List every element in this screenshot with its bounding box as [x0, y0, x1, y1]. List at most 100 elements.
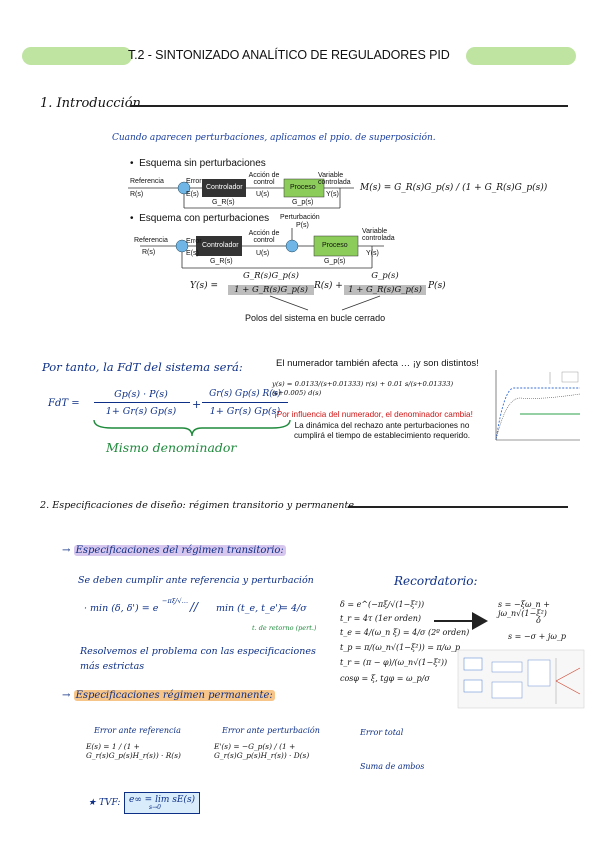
reminder-thumbnail	[457, 649, 585, 709]
tiempo-retorno: t. de retorno (pert.)	[252, 624, 317, 632]
fdt-t2-bar	[202, 402, 288, 404]
polos-label: Polos del sistema en bucle cerrado	[245, 313, 386, 323]
fdt-t1-den: 1+ Gr(s) Gp(s)	[105, 406, 177, 417]
reminder-arrow	[434, 612, 488, 630]
y-term1-den: 1 + G_R(s)G_p(s)	[228, 285, 314, 295]
y-eq-left: Y(s) =	[190, 281, 218, 291]
tvf-box-sub: s→0	[149, 804, 161, 811]
s-or: ó	[536, 616, 541, 625]
bullet-sin-perturbaciones: • Esquema sin perturbaciones	[130, 158, 266, 169]
min-separator: //	[190, 600, 199, 614]
transitorio-title: → Especificaciones del régimen transitor…	[62, 545, 286, 556]
reminder-line-4: t_r = (π − φ)/(ω_n√(1−ξ²))	[340, 658, 448, 667]
reminder-line-2: t_e = 4/(ω_n ξ) = 4/σ (2º orden)	[340, 628, 470, 637]
d2-perturbacion: Perturbación	[280, 214, 320, 221]
s-equation-2: s = −σ + jω_p	[508, 632, 566, 641]
reminder-line-1: t_r = 4τ (1er orden)	[340, 614, 421, 623]
d1-referencia: Referencia	[130, 178, 164, 185]
d2-e: E(s)	[186, 250, 199, 257]
y-term2-num: G_p(s)	[371, 271, 399, 281]
min-te: min (t_e, t_e')	[216, 603, 282, 614]
d2-y: Y(s)	[366, 250, 379, 257]
fdt-intro: Por tanto, la FdT del sistema será:	[42, 360, 243, 374]
title-pill-left	[22, 47, 132, 65]
superposicion-note: Cuando aparecen perturbaciones, aplicamo…	[112, 133, 436, 143]
inset-eq: y(s) = 0.0133/(s+0.01333) r(s) + 0.01 s/…	[272, 380, 454, 397]
d2-referencia: Referencia	[134, 237, 168, 244]
fdt-t1-bar	[94, 402, 190, 404]
d1-r: R(s)	[130, 191, 144, 198]
d2-error: Error	[186, 238, 202, 245]
section2-rule	[348, 506, 568, 508]
y-term1-num: G_R(s)G_p(s)	[243, 271, 299, 281]
tvf-box: e∞ = lim sE(s) s→0	[124, 792, 201, 814]
d2-r: R(s)	[142, 249, 156, 256]
bullet1-label: Esquema sin perturbaciones	[139, 158, 266, 169]
title-pill-right	[466, 47, 576, 65]
err-pert-eq: E'(s) = −G_p(s) / (1 + G_r(s)G_p(s)H_r(s…	[214, 742, 310, 760]
d2-proceso: Proceso	[322, 242, 348, 249]
tvf-box-eq: e∞ = lim sE(s)	[129, 795, 196, 805]
y-term2-var: P(s)	[428, 281, 446, 291]
permanente-title: → Especificaciones régimen permanente:	[62, 690, 275, 701]
d2-u: U(s)	[256, 250, 270, 257]
d2-controlador: Controlador	[202, 242, 239, 249]
fdt-label: FdT =	[48, 398, 80, 409]
reminder-line-5: cosφ = ξ, tgφ = ω_p/σ	[340, 674, 430, 683]
diagram-con-perturbaciones	[140, 228, 384, 269]
y-term1-var: R(s) +	[314, 281, 343, 291]
d1-gp: G_p(s)	[292, 199, 314, 206]
transitorio-label: Especificaciones del régimen transitorio…	[73, 545, 286, 556]
fdt-brace-label: Mismo denominador	[106, 440, 237, 455]
d1-error: Error	[186, 178, 202, 185]
tvf-label-text: TVF:	[98, 798, 121, 808]
bullet-con-perturbaciones: • Esquema con perturbaciones	[130, 213, 270, 224]
reminder-line-3: t_p = π/(ω_n√(1−ξ²)) = π/ω_p	[340, 643, 461, 652]
bullet2-label: Esquema con perturbaciones	[139, 213, 270, 224]
min-delta: · min (δ, δ') = e	[84, 603, 159, 614]
fdt-plus: +	[192, 398, 202, 411]
polos-arrows	[269, 295, 381, 311]
d1-gr: G_R(s)	[212, 199, 235, 206]
d1-y: Y(s)	[326, 191, 339, 198]
resolvemos-text: Resolvemos el problema con las especific…	[80, 646, 316, 672]
inset-title: El numerador también afecta … ¡y son dis…	[276, 358, 479, 369]
fdt-t2-num: Gr(s) Gp(s) R(s)	[209, 389, 281, 399]
err-total-label: Error total	[360, 728, 404, 737]
d1-controlador: Controlador	[206, 184, 243, 191]
inset-plot	[495, 370, 581, 441]
min-te-rhs: = 4/σ	[280, 603, 307, 614]
section1-heading: 1. Introducción	[40, 96, 141, 111]
page-title: T.2 - SINTONIZADO ANALÍTICO DE REGULADOR…	[128, 48, 450, 62]
y-term2-den: 1 + G_R(s)G_p(s)	[344, 285, 426, 295]
s-equation-1: s = −ξω_n + jω_n√(1−ξ²)	[498, 600, 550, 618]
err-ref-label: Error ante referencia	[94, 726, 181, 735]
err-ref-eq: E(s) = 1 / (1 + G_r(s)G_p(s)H_r(s)) · R(…	[86, 742, 181, 760]
inset-red: ¡Por influencia del numerador, el denomi…	[274, 410, 473, 419]
d2-gr: G_R(s)	[210, 258, 233, 265]
fdt-brace	[93, 419, 291, 437]
err-pert-label: Error ante perturbación	[222, 726, 320, 735]
m-equation: M(s) = G_R(s)G_p(s) / (1 + G_R(s)G_p(s))	[360, 183, 548, 193]
d1-accion: Acción de control	[248, 172, 280, 186]
d2-p: P(s)	[296, 222, 309, 229]
fdt-t1-num: Gp(s) · P(s)	[114, 389, 168, 400]
section1-rule	[130, 105, 568, 107]
err-total-suma: Suma de ambos	[360, 762, 425, 771]
cumplir-text: Se deben cumplir ante referencia y pertu…	[78, 575, 314, 586]
min-delta-exp: −πξ/√…	[162, 597, 189, 605]
d1-variable: Variable controlada	[318, 172, 351, 186]
reminder-line-0: δ = e^(−πξ/√(1−ξ²))	[340, 600, 425, 609]
d2-variable: Variable controlada	[362, 228, 395, 242]
permanente-label: Especificaciones régimen permanente:	[73, 690, 275, 701]
d1-proceso: Proceso	[290, 184, 316, 191]
recordatorio-title: Recordatorio:	[394, 574, 478, 588]
d1-e: E(s)	[186, 191, 199, 198]
inset-body: La dinámica del rechazo ante perturbacio…	[293, 421, 471, 440]
section2-heading: 2. Especificaciones de diseño: régimen t…	[40, 500, 355, 511]
d1-u: U(s)	[256, 191, 270, 198]
tvf-label: ★ TVF:	[88, 798, 121, 808]
fdt-t2-den: 1+ Gr(s) Gp(s)	[209, 406, 281, 417]
d2-accion: Acción de control	[248, 230, 280, 244]
diagram-sin-perturbaciones	[128, 178, 354, 209]
